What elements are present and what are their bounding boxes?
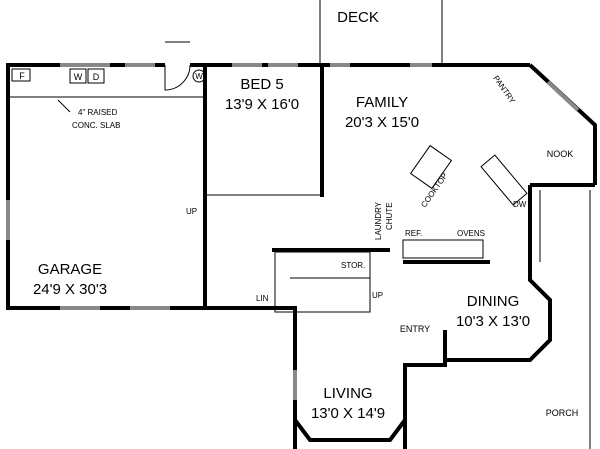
room-garage-name: GARAGE bbox=[38, 261, 102, 278]
water-heater-icon bbox=[192, 69, 206, 83]
room-entry-name: ENTRY bbox=[400, 324, 430, 334]
room-living-name: LIVING bbox=[323, 385, 372, 402]
stor-label: STOR. bbox=[341, 261, 365, 270]
up-garage-label: UP bbox=[186, 207, 197, 216]
cooktop-label: COOKTOP bbox=[419, 171, 449, 209]
freezer-box bbox=[11, 68, 31, 82]
dryer-box bbox=[87, 68, 105, 84]
laundry-label: LAUNDRY bbox=[374, 201, 383, 240]
cooktop-counter bbox=[409, 144, 453, 190]
room-deck-name: DECK bbox=[337, 9, 379, 26]
room-garage-size: 24'9 X 30'3 bbox=[33, 281, 107, 298]
room-family-name: FAMILY bbox=[356, 94, 408, 111]
up-stair-label: UP bbox=[372, 291, 383, 300]
chute-label: CHUTE bbox=[385, 202, 394, 230]
dryer-label: D bbox=[93, 72, 100, 82]
room-nook-name: NOOK bbox=[547, 149, 574, 159]
room-porch-name: PORCH bbox=[546, 408, 579, 418]
washer-box bbox=[69, 68, 87, 84]
room-bed5-size: 13'9 X 16'0 bbox=[225, 96, 299, 113]
room-bed5-name: BED 5 bbox=[240, 76, 283, 93]
walls bbox=[6, 0, 597, 449]
room-living-size: 13'0 X 14'9 bbox=[311, 405, 385, 422]
windows bbox=[6, 63, 580, 400]
garage-door-swing bbox=[164, 64, 191, 91]
room-dining-size: 10'3 X 13'0 bbox=[456, 313, 530, 330]
room-dining-name: DINING bbox=[467, 293, 520, 310]
washer-label: W bbox=[74, 72, 83, 82]
slab-note-1: 4" RAISED bbox=[78, 108, 118, 117]
pantry-label: PANTRY bbox=[491, 74, 517, 106]
ref-label: REF. bbox=[405, 229, 422, 238]
room-family-size: 20'3 X 15'0 bbox=[345, 114, 419, 131]
slab-note-2: CONC. SLAB bbox=[72, 121, 120, 130]
ovens-label: OVENS bbox=[457, 229, 485, 238]
kitchen-island bbox=[480, 154, 528, 206]
water-heater-label: W bbox=[195, 72, 203, 81]
freezer-label: F bbox=[19, 71, 25, 81]
lin-label: LIN bbox=[256, 294, 269, 303]
dw-label: DW bbox=[513, 200, 527, 209]
